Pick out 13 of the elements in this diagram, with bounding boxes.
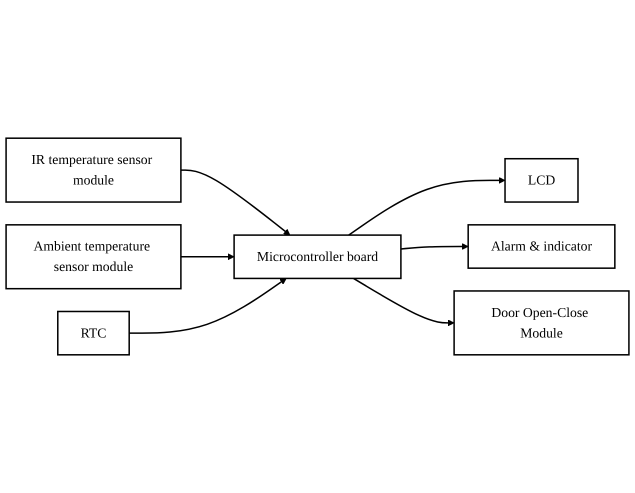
node-box: Microcontroller board (233, 234, 402, 280)
node-box: IR temperature sensor module (5, 137, 182, 203)
arrow (180, 253, 234, 260)
node-box: Alarm & indicator (467, 224, 616, 269)
node-box: LCD (504, 158, 579, 203)
arrow (353, 278, 454, 326)
node-box: Door Open-Close Module (453, 290, 630, 356)
arrow (180, 169, 290, 236)
arrow (348, 177, 506, 236)
node-box: RTC (57, 310, 130, 356)
node-box: Ambient temperature sensor module (5, 224, 182, 290)
arrow (400, 243, 468, 250)
arrow (129, 278, 287, 334)
